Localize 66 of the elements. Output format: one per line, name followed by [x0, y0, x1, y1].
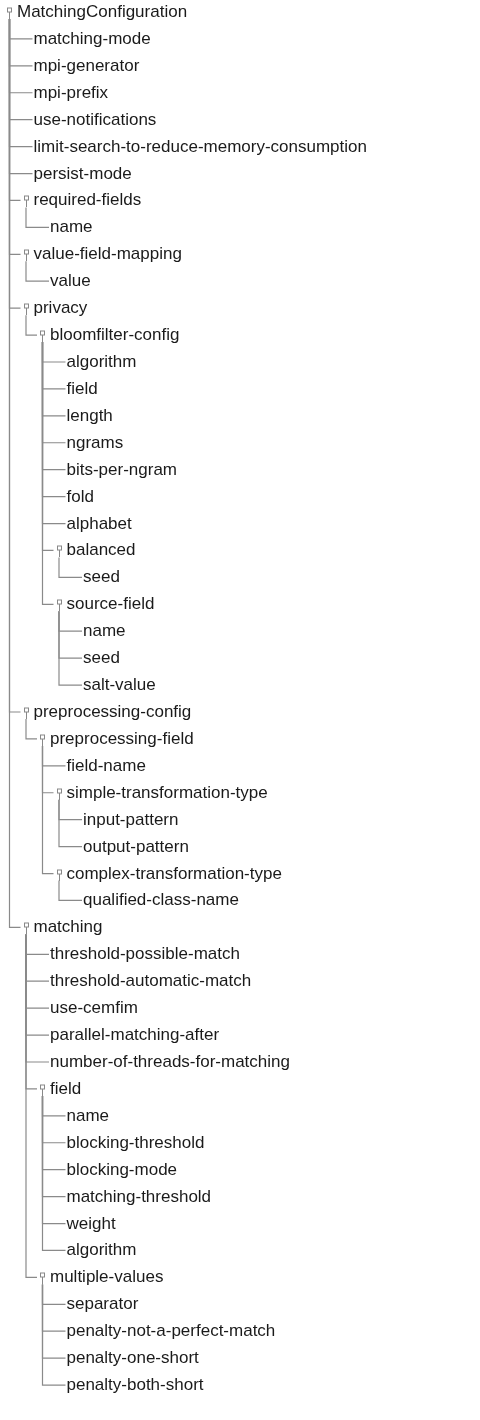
tree-connector [58, 556, 83, 578]
tree-item-label: penalty-both-short [66, 1375, 204, 1396]
tree-item-label: number-of-threads-for-matching [50, 1052, 290, 1072]
tree-item-label: complex-transformation-type [66, 863, 282, 884]
tree-item-label: length [66, 405, 113, 426]
tree-item-label: blocking-mode [66, 1159, 178, 1180]
tree-item-label: name [66, 1105, 110, 1126]
tree-item-label: multiple-values [50, 1267, 164, 1288]
tree-item-label: weight [66, 1213, 116, 1234]
tree-item-label: privacy [33, 298, 88, 319]
tree-connector [25, 933, 38, 1278]
tree-item-label: qualified-class-name [83, 890, 239, 911]
tree-item-label: threshold-possible-match [50, 944, 240, 965]
tree-item-label: name [50, 217, 93, 238]
tree-item-label: input-pattern [83, 809, 179, 830]
tree-item-label: value [50, 271, 91, 292]
tree-item-label: bloomfilter-config [50, 325, 180, 346]
tree-item-label: penalty-one-short [66, 1348, 199, 1369]
tree-item-label: matching-mode [33, 28, 151, 49]
tree-item-label: fold [66, 486, 94, 507]
tree-item-label: algorithm [66, 352, 137, 372]
tree-connector [25, 260, 50, 282]
tree-item-label: persist-mode [33, 163, 132, 184]
tree-item-label: ngrams [66, 432, 124, 453]
tree-connector [25, 206, 50, 228]
tree-item-label: simple-transformation-type [66, 782, 268, 803]
tree-item-label: value-field-mapping [33, 244, 182, 265]
tree-connector [41, 1283, 67, 1386]
tree-connector [41, 745, 55, 875]
tree-item-label: mpi-prefix [33, 82, 109, 103]
tree-connector [58, 879, 83, 902]
tree-item-label: name [83, 621, 126, 642]
tree-item-label: field-name [66, 755, 146, 776]
tree-item-label: field [66, 378, 98, 399]
tree-item-label: matching [33, 917, 103, 938]
tree-connector [58, 610, 83, 686]
tree-item-label: seed [83, 567, 120, 588]
tree-item-label: blocking-threshold [66, 1132, 205, 1153]
tree-item-label: output-pattern [83, 836, 189, 857]
tree-item-label: threshold-automatic-match [50, 971, 252, 992]
tree-item-label: limit-search-to-reduce-memory-consumption [33, 136, 367, 157]
tree-item-label: matching-threshold [66, 1186, 212, 1207]
tree-item-label: MatchingConfiguration [17, 2, 188, 22]
tree-item-label: algorithm [66, 1240, 137, 1261]
tree-item-label: seed [83, 648, 120, 669]
tree-connector [58, 799, 83, 848]
tree-item-label: salt-value [83, 675, 156, 696]
tree-item-label: parallel-matching-after [50, 1025, 220, 1046]
tree-item-label: source-field [66, 594, 155, 615]
tree-item-label: balanced [66, 540, 136, 561]
tree-item-label: separator [66, 1294, 139, 1315]
tree-item-label: mpi-generator [33, 55, 140, 76]
tree-connector [25, 314, 38, 336]
tree-item-label: penalty-not-a-perfect-match [66, 1321, 276, 1342]
tree-connector [41, 1095, 67, 1252]
tree-item-label: use-notifications [33, 109, 157, 130]
tree-item-label: required-fields [33, 190, 142, 211]
tree-item-label: preprocessing-config [33, 702, 192, 722]
tree-item-label: field [50, 1078, 82, 1099]
tree-item-label: use-cemfim [50, 998, 138, 1019]
tree-item-label: bits-per-ngram [66, 459, 178, 480]
tree-item-label: preprocessing-field [50, 728, 194, 749]
tree-item-label: alphabet [66, 513, 132, 534]
tree-connector [25, 718, 38, 740]
tree-connector [8, 18, 22, 928]
tree-connector [41, 341, 55, 605]
